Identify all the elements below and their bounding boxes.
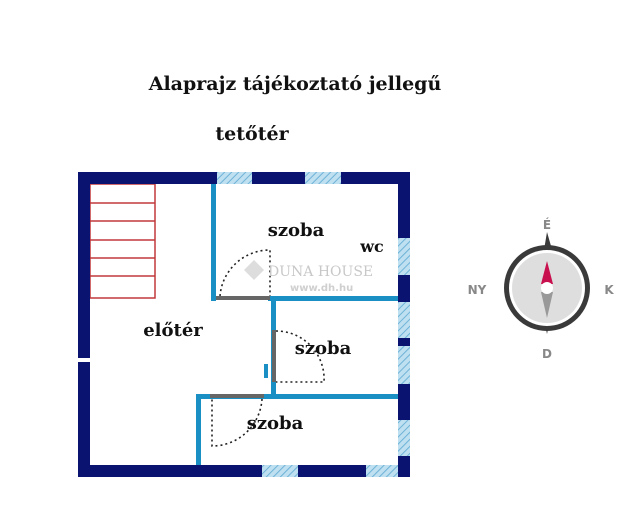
plan-title: Alaprajz tájékoztató jellegű <box>148 73 442 95</box>
room-label-eloter: előtér <box>143 320 203 341</box>
stairs <box>89 183 156 299</box>
compass-needle-north <box>541 261 553 284</box>
compass-needle-south <box>541 292 553 318</box>
compass-west-label: NY <box>468 283 487 297</box>
doors <box>210 249 325 447</box>
compass-east-label: K <box>604 283 614 297</box>
room-label-szoba-bottom: szoba <box>247 413 304 434</box>
compass-south-label: D <box>542 347 552 361</box>
floor-name: tetőtér <box>215 123 289 145</box>
watermark: DUNA HOUSE www.dh.hu <box>244 260 373 294</box>
compass-icon: É NY K D <box>468 217 615 361</box>
windows <box>217 172 410 477</box>
room-label-szoba-top: szoba <box>268 220 325 241</box>
room-label-wc: wc <box>359 237 384 256</box>
watermark-url: www.dh.hu <box>290 283 353 294</box>
room-label-szoba-middle: szoba <box>295 338 352 359</box>
compass-north-label: É <box>543 217 551 232</box>
watermark-brand: DUNA HOUSE <box>268 264 373 280</box>
duna-house-logo-icon <box>244 260 264 280</box>
outer-walls <box>78 172 410 477</box>
